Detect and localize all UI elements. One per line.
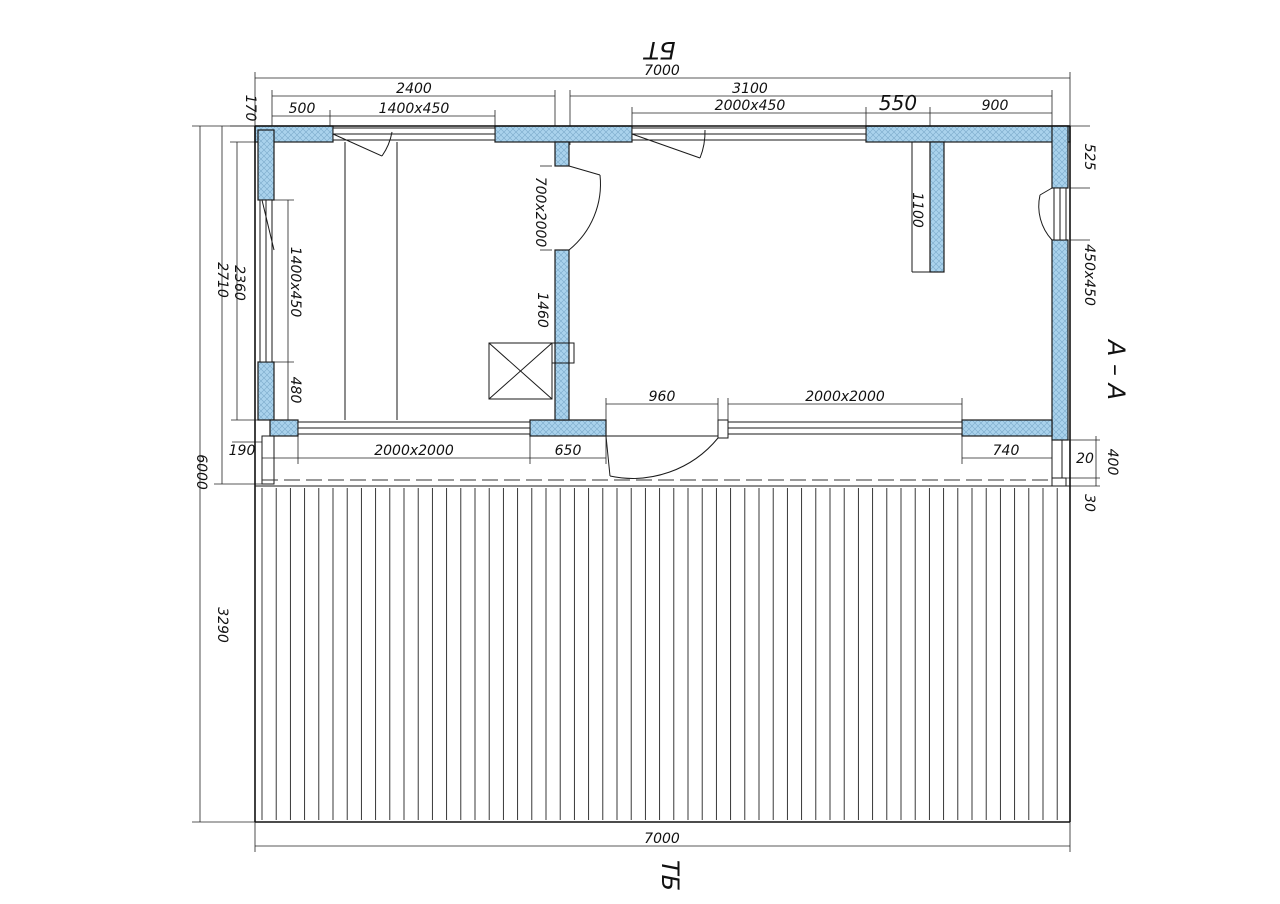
dim-500: 500 — [289, 101, 316, 117]
dim-190: 190 — [229, 443, 256, 459]
dim-2400: 2400 — [396, 81, 432, 97]
dim-window-1400x450-top: 1400x450 — [379, 101, 450, 117]
dim-170: 170 — [242, 95, 258, 122]
left-dimensions: 6000 2710 3290 2360 1400x450 480 190 — [192, 125, 303, 823]
dim-window-2000x2000-left: 2000x2000 — [374, 443, 454, 459]
interior-dimensions: 700x2000 1460 1100 — [532, 165, 925, 328]
dim-525: 525 — [1081, 144, 1097, 171]
dim-overall-bottom: 7000 — [644, 831, 680, 847]
dim-650: 650 — [555, 443, 582, 459]
lower-interior-dimensions: 960 2000x2000 2000x2000 650 740 — [262, 389, 1053, 464]
dim-2360: 2360 — [231, 265, 247, 301]
dim-30: 30 — [1081, 494, 1097, 512]
dim-550: 550 — [879, 91, 917, 115]
dim-400: 400 — [1104, 449, 1120, 476]
door-swings — [261, 129, 1053, 479]
bottom-marker: ТБ — [656, 860, 684, 891]
dim-1100: 1100 — [909, 192, 925, 228]
dim-3100: 3100 — [732, 81, 768, 97]
dim-overall-top: 7000 — [644, 63, 680, 79]
section-label: А – А — [1102, 338, 1130, 400]
stove-symbol — [488, 342, 575, 400]
top-marker: БТ — [642, 36, 675, 64]
dim-window-450x450: 450x450 — [1081, 244, 1097, 306]
interior-walls — [344, 141, 945, 421]
dim-740: 740 — [993, 443, 1020, 459]
dim-window-2000x450: 2000x450 — [715, 98, 786, 114]
dim-1460: 1460 — [534, 292, 550, 328]
dim-window-1400x450-left: 1400x450 — [287, 247, 303, 318]
terrace-decking — [261, 488, 1058, 820]
right-dimensions: 525 450x450 А – А 20 400 30 — [1060, 125, 1130, 512]
dim-3290: 3290 — [214, 607, 230, 643]
dim-2710: 2710 — [214, 262, 230, 298]
bottom-dimensions: 7000 — [254, 822, 1071, 852]
dim-window-2000x2000-right: 2000x2000 — [805, 389, 885, 405]
dim-door-700x2000: 700x2000 — [532, 177, 548, 248]
dim-20: 20 — [1076, 451, 1094, 467]
dim-480: 480 — [287, 377, 303, 404]
frame-lines — [254, 125, 1071, 823]
dim-960: 960 — [649, 389, 676, 405]
dim-6000: 6000 — [193, 454, 209, 490]
top-dimensions: 7000 2400 3100 500 1400x450 2000x450 550… — [230, 63, 1071, 145]
dim-900: 900 — [982, 98, 1009, 114]
